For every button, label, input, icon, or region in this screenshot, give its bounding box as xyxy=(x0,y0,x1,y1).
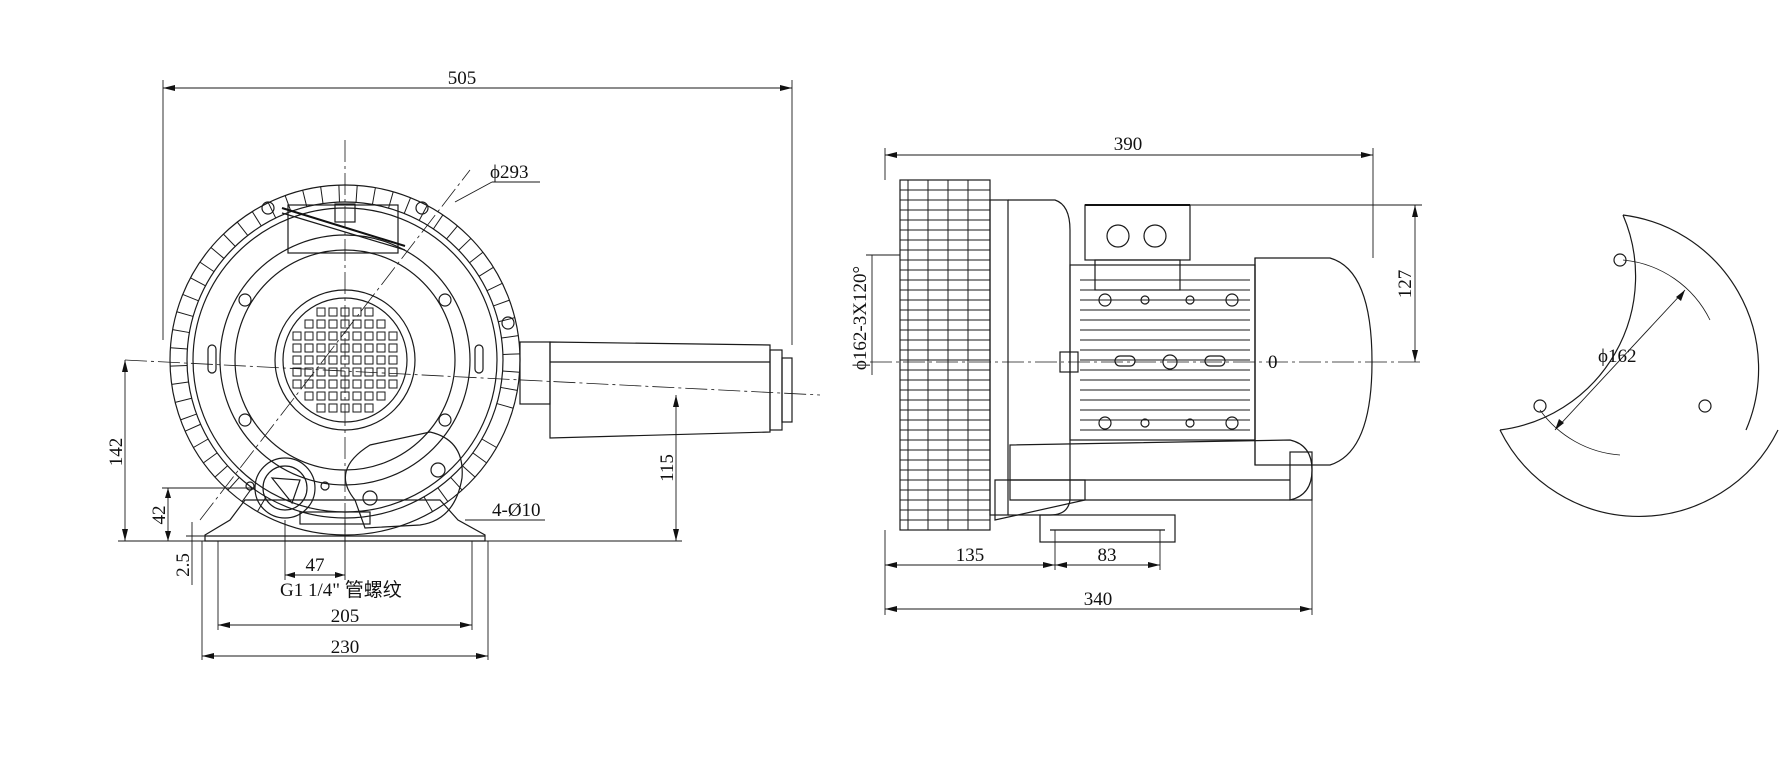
flange-detail: ϕ162 xyxy=(1499,214,1779,518)
dim-83: 83 xyxy=(1098,545,1117,566)
housing-fins xyxy=(170,185,520,512)
dim-205: 205 xyxy=(331,606,360,627)
front-view: 505 ϕ293 142 42 2.5 115 47 xyxy=(106,68,821,660)
dim-127: 127 xyxy=(1395,270,1416,299)
side-fins xyxy=(900,180,990,530)
dim-42: 42 xyxy=(149,506,170,525)
dim-390: 390 xyxy=(1114,134,1143,155)
flange-note: ϕ162-3X120° xyxy=(850,266,871,370)
dim-2-5: 2.5 xyxy=(173,553,194,577)
zero-mark: 0 xyxy=(1268,352,1278,373)
dim-135: 135 xyxy=(956,545,985,566)
side-view: 390 127 ϕ162-3X120° 0 135 83 340 xyxy=(850,134,1422,615)
dim-phi293: ϕ293 xyxy=(490,162,529,183)
dim-340: 340 xyxy=(1084,589,1113,610)
dim-142: 142 xyxy=(106,438,127,467)
thread-note: G1 1/4" 管螺纹 xyxy=(280,579,402,601)
dim-4-phi10: 4-Ø10 xyxy=(492,500,541,521)
dim-47: 47 xyxy=(306,555,325,576)
dim-505: 505 xyxy=(448,68,477,89)
dim-230: 230 xyxy=(331,637,360,658)
dim-phi162: ϕ162 xyxy=(1598,346,1637,367)
dim-115: 115 xyxy=(657,454,678,482)
motor-fins xyxy=(1080,279,1250,431)
